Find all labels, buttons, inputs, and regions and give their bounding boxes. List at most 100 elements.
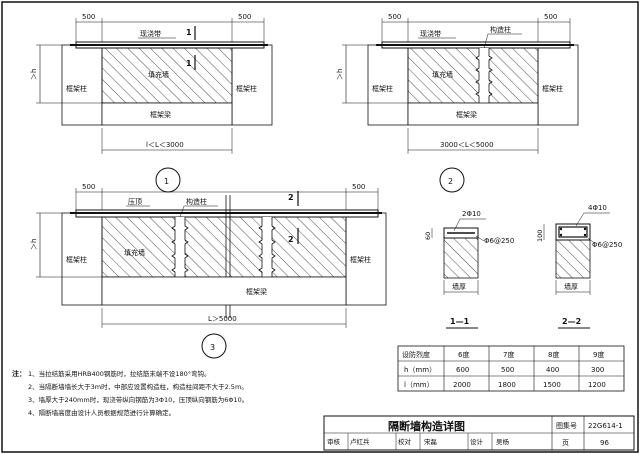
page-label: 页 — [562, 439, 569, 447]
note-3: 3、墙厚大于240mm时，现浇带纵向钢筋为3Φ10，压顶纵向钢筋为6Φ10。 — [28, 395, 248, 404]
section-2-2: 4Φ10 Φ6@250 100 墙厚 2—2 — [536, 204, 622, 329]
detail2-dim-500-right: 500 — [544, 13, 557, 21]
atlas-label: 图集号 — [556, 421, 577, 430]
detail1-column-right — [231, 44, 273, 126]
detail2-frame-beam-label: 框架梁 — [456, 110, 477, 119]
section1-title: 1—1 — [450, 317, 470, 326]
detail1-frame-beam-label: 框架梁 — [150, 110, 171, 119]
detail3-dim-500-right: 500 — [352, 183, 365, 191]
section1-wall — [443, 237, 479, 279]
section2-height-label: 100 — [536, 230, 544, 242]
section2-thickness-label: 墙厚 — [564, 282, 578, 291]
detail2-tie-column — [479, 48, 489, 103]
detail3-span-label: L＞5000 — [208, 315, 237, 323]
detail3-tie-column-2 — [262, 217, 272, 277]
table-cell-0-1: 600 — [456, 366, 469, 374]
detail3-number: 3 — [210, 343, 215, 352]
seismic-table: 设防烈度 6度 7度 8度 9度 h（mm） 600 500 400 300 l… — [397, 345, 625, 392]
detail3-column-right-label: 框架柱 — [350, 255, 371, 264]
checker-name: 宋磊 — [424, 437, 438, 446]
note-1: 1、当拉结筋采用HRB400钢筋时，拉结筋末端不设180°弯钩。 — [28, 369, 211, 378]
detail3-coping-label: 压顶 — [128, 198, 142, 206]
section-1-1: 2Φ10 Φ6@250 60 墙厚 1—1 — [424, 210, 514, 329]
detail2-tie-column-label: 构造柱 — [490, 25, 511, 34]
detail-2: 500 500 现浇带 构造柱 填充墙 框架柱 框架柱 框架梁 ＞h 3000＜… — [336, 13, 579, 193]
review-label: 审核 — [327, 437, 341, 446]
table-cell-0-2: 500 — [501, 366, 514, 374]
detail2-column-right — [537, 44, 579, 126]
section2-stirrup-label: Φ6@250 — [592, 241, 622, 249]
detail1-frame-beam — [101, 102, 233, 126]
section2-beam — [555, 223, 591, 241]
section2-wall — [555, 239, 591, 279]
detail3-h-label: ＞h — [30, 239, 38, 250]
detail2-span-label: 3000＜L＜5000 — [440, 141, 494, 149]
detail3-cut-mark-mid: 2 — [288, 235, 294, 244]
section2-title: 2—2 — [562, 317, 581, 326]
table-cell-1-0: l（mm） — [404, 381, 434, 389]
table-cell-0-4: 300 — [591, 366, 604, 374]
section1-thickness-label: 墙厚 — [452, 282, 466, 291]
detail1-infill-label: 填充墙 — [148, 70, 169, 79]
reviewer-name: 卢红兵 — [350, 437, 370, 446]
detail3-tie-column-label: 构造柱 — [186, 197, 207, 206]
notes-title: 注： — [12, 369, 26, 378]
table-header-4: 9度 — [593, 350, 604, 359]
detail3-dim-500-left: 500 — [82, 183, 95, 191]
section2-bar-label: 4Φ10 — [588, 204, 607, 212]
detail1-dim-500-right: 500 — [238, 13, 251, 21]
detail2-number-circle — [439, 167, 465, 193]
detail-1: 500 500 现浇带 1 1 填充墙 框架柱 框架柱 框架梁 ＞h l＜L＜3… — [30, 13, 273, 193]
table-cell-1-4: 1200 — [588, 381, 606, 389]
design-label: 设计 — [470, 437, 484, 446]
table-header-0: 设防烈度 — [402, 350, 430, 359]
table-cell-1-1: 2000 — [453, 381, 471, 389]
detail3-cut-mark-top: 2 — [288, 193, 294, 202]
detail1-span-label: l＜L＜3000 — [146, 141, 184, 149]
title-block: 隔断墙构造详图 图集号 22G614-1 审核 卢红兵 校对 宋磊 设计 吴杨 … — [323, 415, 635, 451]
table-cell-0-3: 400 — [546, 366, 559, 374]
detail1-cut-mark-top: 1 — [186, 28, 192, 37]
section1-height-label: 60 — [424, 232, 432, 240]
detail-3: 500 500 压顶 构造柱 2 2 填充墙 框架柱 框架柱 框架梁 ＞h L＞… — [30, 183, 387, 359]
table-header-3: 8度 — [548, 350, 559, 359]
detail3-tie-column-1 — [175, 217, 185, 277]
section1-stirrup-label: Φ6@250 — [484, 237, 514, 245]
detail3-column-left-label: 框架柱 — [66, 255, 87, 264]
detail3-number-circle — [201, 333, 227, 359]
detail1-cut-mark-mid: 1 — [186, 59, 192, 68]
detail2-column-right-label: 框架柱 — [542, 84, 563, 93]
detail2-frame-beam — [407, 102, 539, 126]
table-cell-0-0: h（mm） — [404, 366, 436, 374]
detail3-frame-beam-label: 框架梁 — [246, 287, 267, 296]
table-header-2: 7度 — [503, 350, 514, 359]
detail3-frame-beam — [101, 276, 347, 306]
detail2-infill-label: 填充墙 — [432, 70, 453, 79]
detail2-infill-wall — [407, 47, 539, 104]
page-number: 96 — [600, 439, 609, 447]
note-2: 2、当隔断墙墙长大于3m时，中部应设置构造柱，构造柱间距不大于2.5m。 — [28, 382, 248, 391]
detail2-column-left-label: 框架柱 — [372, 84, 393, 93]
note-4: 4、隔断墙高度由设计人员根据规范进行计算确定。 — [28, 408, 175, 417]
detail1-ring-beam-label: 现浇带 — [140, 29, 161, 38]
detail1-h-label: ＞h — [30, 69, 38, 80]
detail1-column-left-label: 框架柱 — [66, 84, 87, 93]
detail3-infill-wall — [101, 216, 347, 278]
detail2-dim-500-left: 500 — [388, 13, 401, 21]
detail1-column-right-label: 框架柱 — [236, 84, 257, 93]
detail2-h-label: ＞h — [336, 69, 344, 80]
check-label: 校对 — [398, 437, 412, 446]
detail2-number: 2 — [448, 177, 453, 186]
table-cell-1-3: 1500 — [543, 381, 561, 389]
detail3-column-left — [61, 212, 103, 306]
detail1-number: 1 — [164, 177, 169, 186]
designer-name: 吴杨 — [496, 437, 510, 446]
notes: 注： 1、当拉结筋采用HRB400钢筋时，拉结筋末端不设180°弯钩。 2、当隔… — [12, 369, 248, 417]
title-text: 隔断墙构造详图 — [388, 419, 465, 433]
detail1-dim-500-left: 500 — [82, 13, 95, 21]
detail1-infill-wall — [101, 47, 233, 104]
detail3-infill-label: 填充墙 — [124, 248, 145, 257]
section1-bar-label: 2Φ10 — [462, 210, 481, 218]
